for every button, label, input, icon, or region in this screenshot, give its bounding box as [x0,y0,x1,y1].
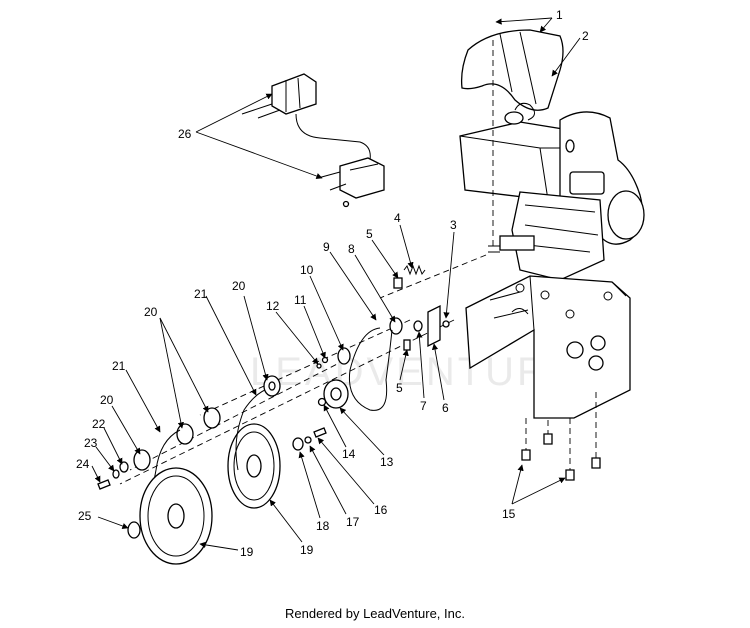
label-9: 9 [323,240,330,254]
watermark: LEADVENTURE [250,350,579,394]
label-22: 22 [92,417,106,431]
label-15: 15 [502,507,516,521]
label-20b: 20 [144,305,158,319]
label-5a: 5 [366,227,373,241]
label-3: 3 [450,218,457,232]
label-26: 26 [178,127,192,141]
label-12: 12 [266,299,280,313]
label-14: 14 [342,447,356,461]
label-21a: 21 [194,287,208,301]
engine-assembly [459,29,645,281]
label-4: 4 [394,211,401,225]
label-17: 17 [346,515,360,529]
label-16: 16 [374,503,388,517]
footer-credit: Rendered by LeadVenture, Inc. [285,606,465,621]
label-19a: 19 [240,545,254,559]
frame-bolts [521,433,601,481]
label-8: 8 [348,242,355,256]
hardware [292,264,450,451]
label-10: 10 [300,263,314,277]
callout-labels: 1 2 3 4 5 5 6 7 8 9 10 11 12 13 14 15 16… [76,8,589,559]
label-7: 7 [420,399,427,413]
pulley-assembly [97,375,281,565]
label-21b: 21 [112,359,126,373]
label-23: 23 [84,436,98,450]
label-18: 18 [316,519,330,533]
label-6: 6 [442,401,449,415]
label-11: 11 [294,293,307,307]
frame-plate [465,275,631,419]
switch-assembly [241,73,385,208]
label-5b: 5 [396,381,403,395]
label-24: 24 [76,457,90,471]
alignment-lines [119,40,597,485]
label-19b: 19 [300,543,314,557]
label-25: 25 [78,509,92,523]
label-2: 2 [582,29,589,43]
label-20c: 20 [100,393,114,407]
svg-text:LEADVENTURE: LEADVENTURE [250,350,579,394]
label-1: 1 [556,8,563,22]
label-20a: 20 [232,279,246,293]
leader-lines [91,17,581,551]
label-13: 13 [380,455,394,469]
